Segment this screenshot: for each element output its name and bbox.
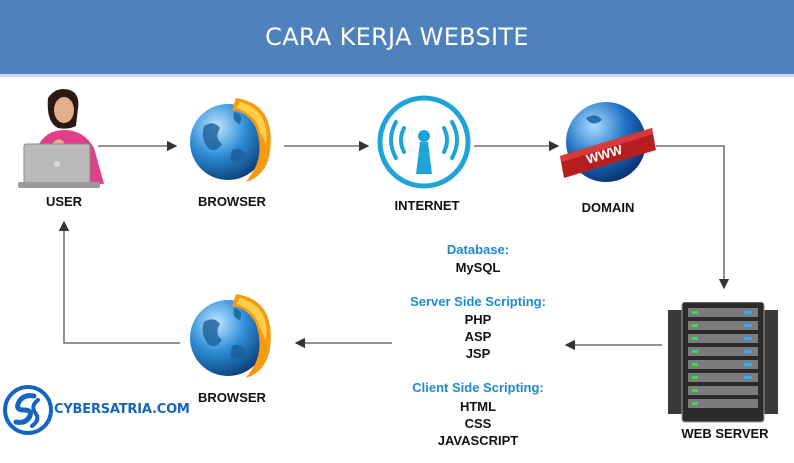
page-title: CARA KERJA WEBSITE — [265, 23, 529, 51]
arrow-domain-to-server — [656, 145, 730, 290]
client-side-item: CSS — [464, 416, 492, 431]
node-label-user: USER — [45, 194, 83, 209]
logo-text: CYBERSATRIA.COM — [54, 402, 190, 417]
person-laptop-icon — [18, 89, 104, 188]
arrow-browser-to-user — [58, 220, 180, 344]
node-label-web-server: WEB SERVER — [681, 426, 769, 441]
header-bar — [0, 0, 794, 74]
node-label-internet: INTERNET — [394, 198, 460, 213]
database-item: MySQL — [455, 260, 501, 275]
node-label-browser-top: BROWSER — [198, 194, 266, 209]
node-label-domain: DOMAIN — [581, 200, 635, 215]
wifi-tower-icon — [377, 95, 471, 189]
server-side-item: PHP — [464, 312, 492, 327]
browser-globe-icon — [190, 98, 271, 182]
header-divider — [0, 74, 794, 77]
node-label-browser-bottom: BROWSER — [198, 390, 266, 405]
client-side-item: JAVASCRIPT — [437, 433, 519, 448]
client-side-heading: Client Side Scripting: — [412, 380, 544, 395]
database-heading: Database: — [446, 242, 510, 257]
server-side-heading: Server Side Scripting: — [410, 294, 546, 309]
www-globe-icon: WWW — [560, 102, 656, 182]
client-side-item: HTML — [459, 399, 497, 414]
server-side-item: ASP — [464, 329, 492, 344]
cybersatria-logo-icon — [3, 385, 53, 435]
server-rack-icon — [668, 302, 778, 423]
browser-globe-icon — [190, 294, 271, 378]
server-side-item: JSP — [465, 346, 491, 361]
